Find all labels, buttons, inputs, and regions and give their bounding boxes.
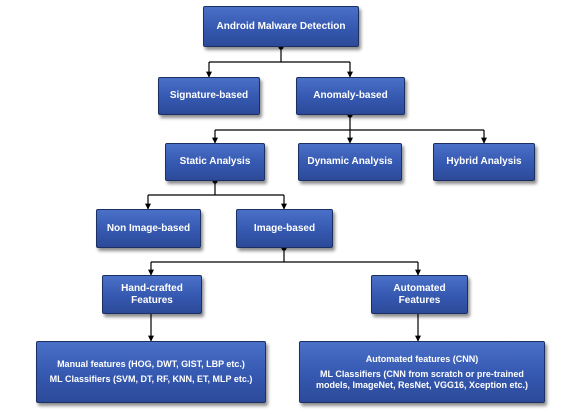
node-image-based: Image-based (236, 209, 333, 248)
node-root-label: Android Malware Detection (216, 20, 346, 32)
node-root: Android Malware Detection (203, 6, 359, 47)
node-hybrid-label: Hybrid Analysis (446, 156, 522, 167)
node-signature-based: Signature-based (158, 77, 260, 115)
node-handcrafted-line-2: Features (131, 294, 173, 306)
node-dynamic-analysis: Dynamic Analysis (298, 143, 402, 181)
node-automated-line-1: Automated (393, 282, 446, 294)
node-manual-line-1: Manual features (HOG, DWT, GIST, LBP etc… (57, 359, 245, 369)
node-anomaly-label: Anomaly-based (313, 90, 388, 101)
node-dynamic-label: Dynamic Analysis (307, 156, 393, 167)
node-hand-crafted-features: Hand-crafted Features (102, 275, 202, 314)
node-non-image-based: Non Image-based (96, 209, 201, 248)
node-image-label: Image-based (253, 222, 316, 234)
node-non-image-label: Non Image-based (106, 222, 191, 234)
node-cnn-line-2: ML Classifiers (CNN from scratch or pre-… (320, 368, 524, 379)
node-static-analysis: Static Analysis (165, 143, 265, 181)
node-hybrid-analysis: Hybrid Analysis (433, 143, 535, 181)
node-cnn-features-classifiers: Automated features (CNN) ML Classifiers … (299, 341, 545, 403)
node-handcrafted-line-1: Hand-crafted (121, 282, 183, 294)
node-manual-features-classifiers: Manual features (HOG, DWT, GIST, LBP etc… (36, 341, 266, 403)
node-cnn-line-1: Automated features (CNN) (365, 353, 479, 364)
node-signature-label: Signature-based (169, 90, 249, 101)
node-cnn-line-3: models, ImageNet, ResNet, VGG16, Xceptio… (315, 379, 529, 390)
node-static-label: Static Analysis (179, 156, 251, 167)
node-anomaly-based: Anomaly-based (296, 77, 405, 115)
node-manual-line-2: ML Classifiers (SVM, DT, RF, KNN, ET, ML… (49, 374, 253, 384)
node-automated-features: Automated Features (371, 275, 468, 314)
node-automated-line-2: Features (398, 294, 441, 306)
